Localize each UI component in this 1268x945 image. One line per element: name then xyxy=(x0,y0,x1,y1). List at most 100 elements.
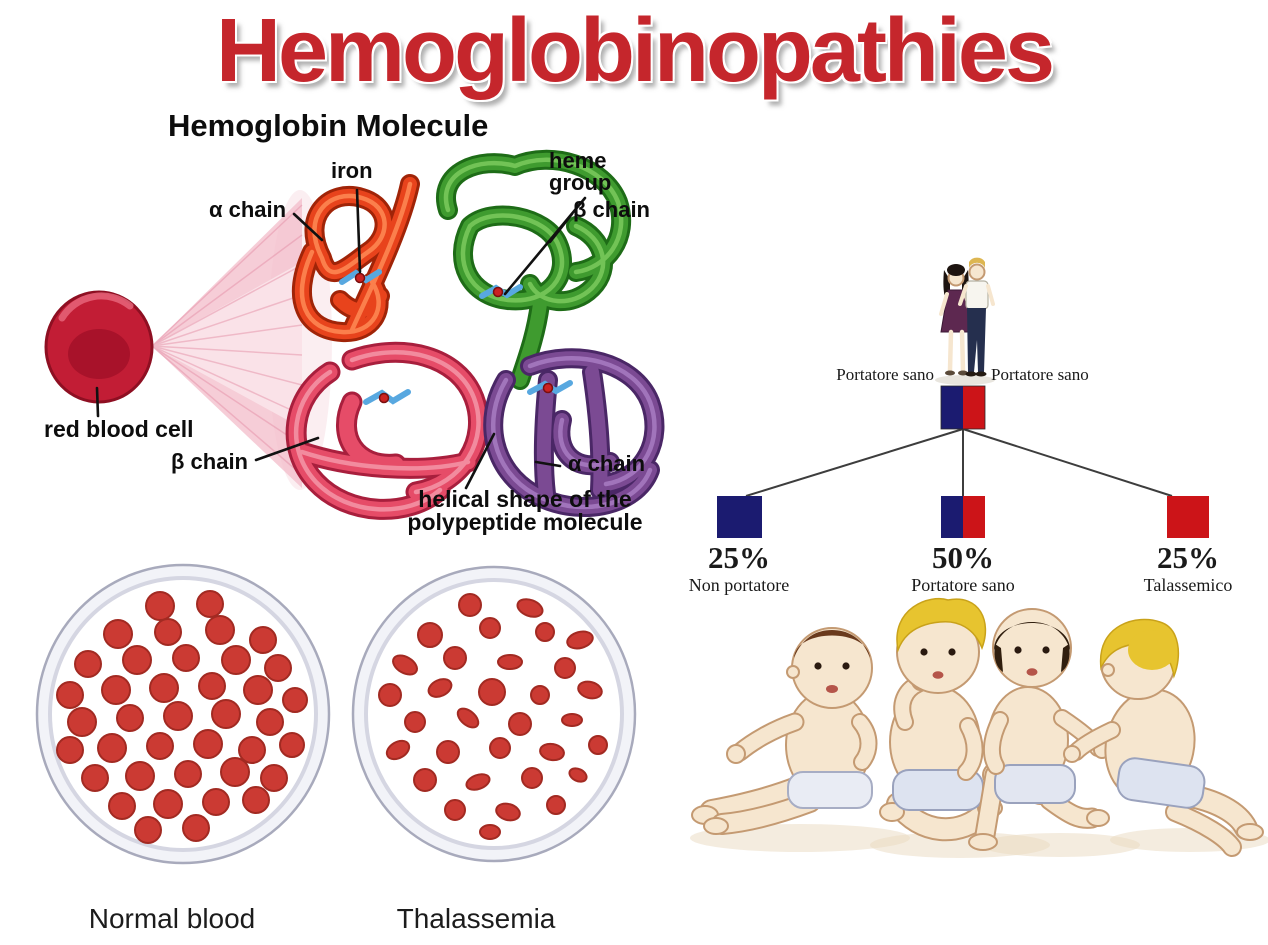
thalassemia-blood-cells xyxy=(378,593,608,840)
blood-cell xyxy=(221,645,251,675)
blood-cell xyxy=(211,699,241,729)
child-normal-label: Non portatore xyxy=(688,575,790,595)
blood-cell xyxy=(385,739,411,761)
blood-cell xyxy=(282,687,308,713)
blood-cell xyxy=(546,795,566,815)
blood-cell xyxy=(378,683,402,707)
blood-cell xyxy=(153,789,183,819)
blood-cell xyxy=(489,737,511,759)
blood-cell xyxy=(479,617,501,639)
helical-shape-label-line1: helical shape of the xyxy=(418,486,632,512)
blood-cell xyxy=(497,654,523,670)
blood-cell xyxy=(193,729,223,759)
helical-shape-label-line2: polypeptide molecule xyxy=(407,509,643,536)
blood-cell xyxy=(125,761,155,791)
parent-left-label: Portatore sano xyxy=(836,365,934,384)
blood-cell xyxy=(74,650,102,678)
red-blood-cell-label: red blood cell xyxy=(44,416,194,442)
child-genotype-square-normal xyxy=(717,496,762,538)
child-genotype-square-affected xyxy=(1167,496,1209,538)
petri-dish-normal xyxy=(35,563,331,865)
blood-cell xyxy=(516,598,544,618)
blood-cell xyxy=(392,654,418,676)
blood-cell xyxy=(122,645,152,675)
red-blood-cell-illustration xyxy=(44,290,154,404)
blood-cell xyxy=(530,685,550,705)
slide-title: Hemoglobinopathies xyxy=(215,1,1055,101)
blood-cell xyxy=(521,767,543,789)
blood-cell xyxy=(535,622,555,642)
child-genotype-square-carrier xyxy=(941,496,985,538)
blood-cell xyxy=(495,802,521,822)
beta-chain-bottom-label: β chain xyxy=(171,449,248,474)
blood-cell xyxy=(134,816,162,844)
blood-cell xyxy=(238,736,266,764)
parent-genotype-square xyxy=(940,385,986,430)
child-carrier-percent: 50% xyxy=(932,540,994,575)
blood-cell xyxy=(279,732,305,758)
baby-4 xyxy=(1063,618,1264,857)
blood-cell xyxy=(67,707,97,737)
blood-cell xyxy=(149,673,179,703)
blood-cell xyxy=(81,764,109,792)
blood-cell xyxy=(508,712,532,736)
blood-cell xyxy=(404,711,426,733)
blood-cell xyxy=(465,773,491,791)
helical-shape-label: helical shape of the polypeptide molecul… xyxy=(400,486,650,536)
blood-cell xyxy=(256,708,284,736)
label-leader-lines xyxy=(95,188,587,490)
blood-cell xyxy=(196,590,224,618)
heme-group-label-line2: group xyxy=(549,170,612,196)
blood-cell xyxy=(458,593,482,617)
blood-cell xyxy=(566,630,594,650)
blood-cell xyxy=(56,681,84,709)
blood-cell xyxy=(443,646,467,670)
blood-cell xyxy=(163,701,193,731)
blood-cell xyxy=(249,626,277,654)
blood-cell xyxy=(198,672,226,700)
blood-cell xyxy=(145,591,175,621)
child-normal-percent: 25% xyxy=(708,540,770,575)
thalassemia-label: Thalassemia xyxy=(396,903,556,934)
blood-cell xyxy=(427,678,453,698)
blood-cell xyxy=(539,742,565,762)
blood-cell xyxy=(588,735,608,755)
blood-cell xyxy=(554,657,576,679)
blood-cell xyxy=(436,740,460,764)
baby-1 xyxy=(691,627,878,835)
blood-cell xyxy=(456,707,480,729)
beta-chain-top-label: β chain xyxy=(573,197,650,222)
heme-group-label-line1: heme xyxy=(549,148,607,173)
blood-cell xyxy=(108,792,136,820)
blood-cell xyxy=(56,736,84,764)
pedigree-lines xyxy=(745,428,1173,497)
blood-cell xyxy=(172,644,200,672)
babies-illustration xyxy=(690,598,1268,858)
blood-cell xyxy=(116,704,144,732)
alpha-chain-top-label: α chain xyxy=(209,197,287,222)
child-affected-label: Talassemico xyxy=(1143,575,1233,595)
normal-blood-label: Normal blood xyxy=(88,903,256,934)
baby-3 xyxy=(968,608,1111,851)
blood-cell xyxy=(205,615,235,645)
molecule-heading: Hemoglobin Molecule xyxy=(168,108,489,143)
blood-cell xyxy=(220,757,250,787)
blood-cell xyxy=(413,768,437,792)
blood-cell xyxy=(260,764,288,792)
blood-cell xyxy=(242,786,270,814)
heme-group-label: heme group xyxy=(549,148,612,196)
parent-couple-illustration xyxy=(935,257,995,385)
blood-cell xyxy=(478,678,506,706)
blood-cell xyxy=(97,733,127,763)
blood-cell xyxy=(568,767,588,783)
blood-cell xyxy=(264,654,292,682)
blood-cell xyxy=(101,675,131,705)
blood-cell xyxy=(174,760,202,788)
blood-cell xyxy=(146,732,174,760)
blood-cell xyxy=(417,622,443,648)
blood-cell xyxy=(561,713,583,727)
baby-2 xyxy=(879,598,1003,842)
spray-fan xyxy=(151,198,303,488)
